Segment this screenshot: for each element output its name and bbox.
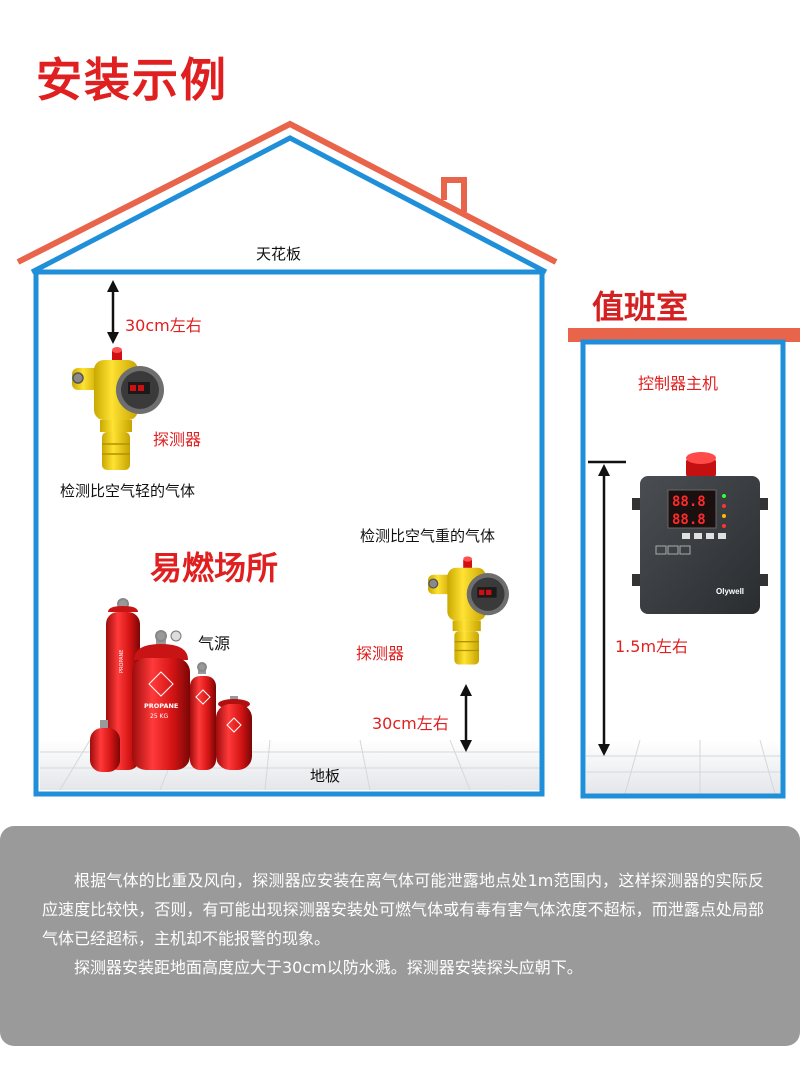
distance-bottom-label: 30cm左右: [372, 714, 449, 733]
roof-outer-line: [16, 120, 558, 265]
controller-host: 88.8 88.8 Olywell: [632, 452, 768, 614]
duty-room-title: 值班室: [592, 288, 689, 326]
notes-text: 根据气体的比重及风向，探测器应安装在离气体可能泄露地点处1m范围内，这样探测器的…: [42, 866, 764, 982]
gas-source-label: 气源: [198, 634, 231, 653]
controller-label: 控制器主机: [638, 374, 719, 393]
cylinder-label-big: PROPANE: [144, 702, 178, 710]
floor-label: 地板: [310, 767, 341, 785]
cylinder-label-tall: PROPANE: [119, 650, 125, 673]
distance-arrow-bottom: [460, 684, 472, 752]
ceiling-label: 天花板: [256, 245, 302, 263]
roof-inner-line: [30, 135, 548, 275]
house-walls: [33, 269, 545, 797]
page-title: 安装示例: [36, 53, 228, 107]
light-gas-label: 检测比空气轻的气体: [60, 482, 196, 500]
duty-room-floor: [586, 739, 781, 795]
duty-room-walls: [580, 339, 786, 799]
controller-display-row2: 88.8: [672, 512, 706, 528]
distance-top-label: 30cm左右: [125, 316, 202, 335]
controller-display-row1: 88.8: [672, 494, 706, 510]
distance-arrow-top: [107, 280, 119, 344]
gas-detector-upper: [72, 347, 164, 470]
heavy-gas-label: 检测比空气重的气体: [360, 527, 496, 545]
detector-upper-label: 探测器: [153, 430, 202, 449]
gas-detector-lower: [428, 556, 509, 665]
flammable-place-label: 易燃场所: [150, 549, 279, 587]
controller-brand: Olywell: [716, 587, 744, 596]
notes-panel: [0, 826, 800, 1046]
cylinder-weight-big: 25 KG: [150, 713, 168, 720]
chimney: [441, 177, 467, 212]
height-label: 1.5m左右: [615, 637, 689, 656]
distance-arrow-height: [588, 460, 626, 756]
note-paragraph-1: 根据气体的比重及风向，探测器应安装在离气体可能泄露地点处1m范围内，这样探测器的…: [42, 871, 764, 948]
detector-lower-label: 探测器: [356, 644, 405, 663]
gas-cylinders: PROPANE PROPANE 25 KG: [90, 598, 252, 772]
note-paragraph-2: 探测器安装距地面高度应大于30cm以防水溅。探测器安装探头应朝下。: [74, 958, 583, 977]
duty-room-roof: [568, 328, 800, 342]
installation-diagram: 88.8 88.8 Olywell PROPANE: [16, 120, 800, 799]
